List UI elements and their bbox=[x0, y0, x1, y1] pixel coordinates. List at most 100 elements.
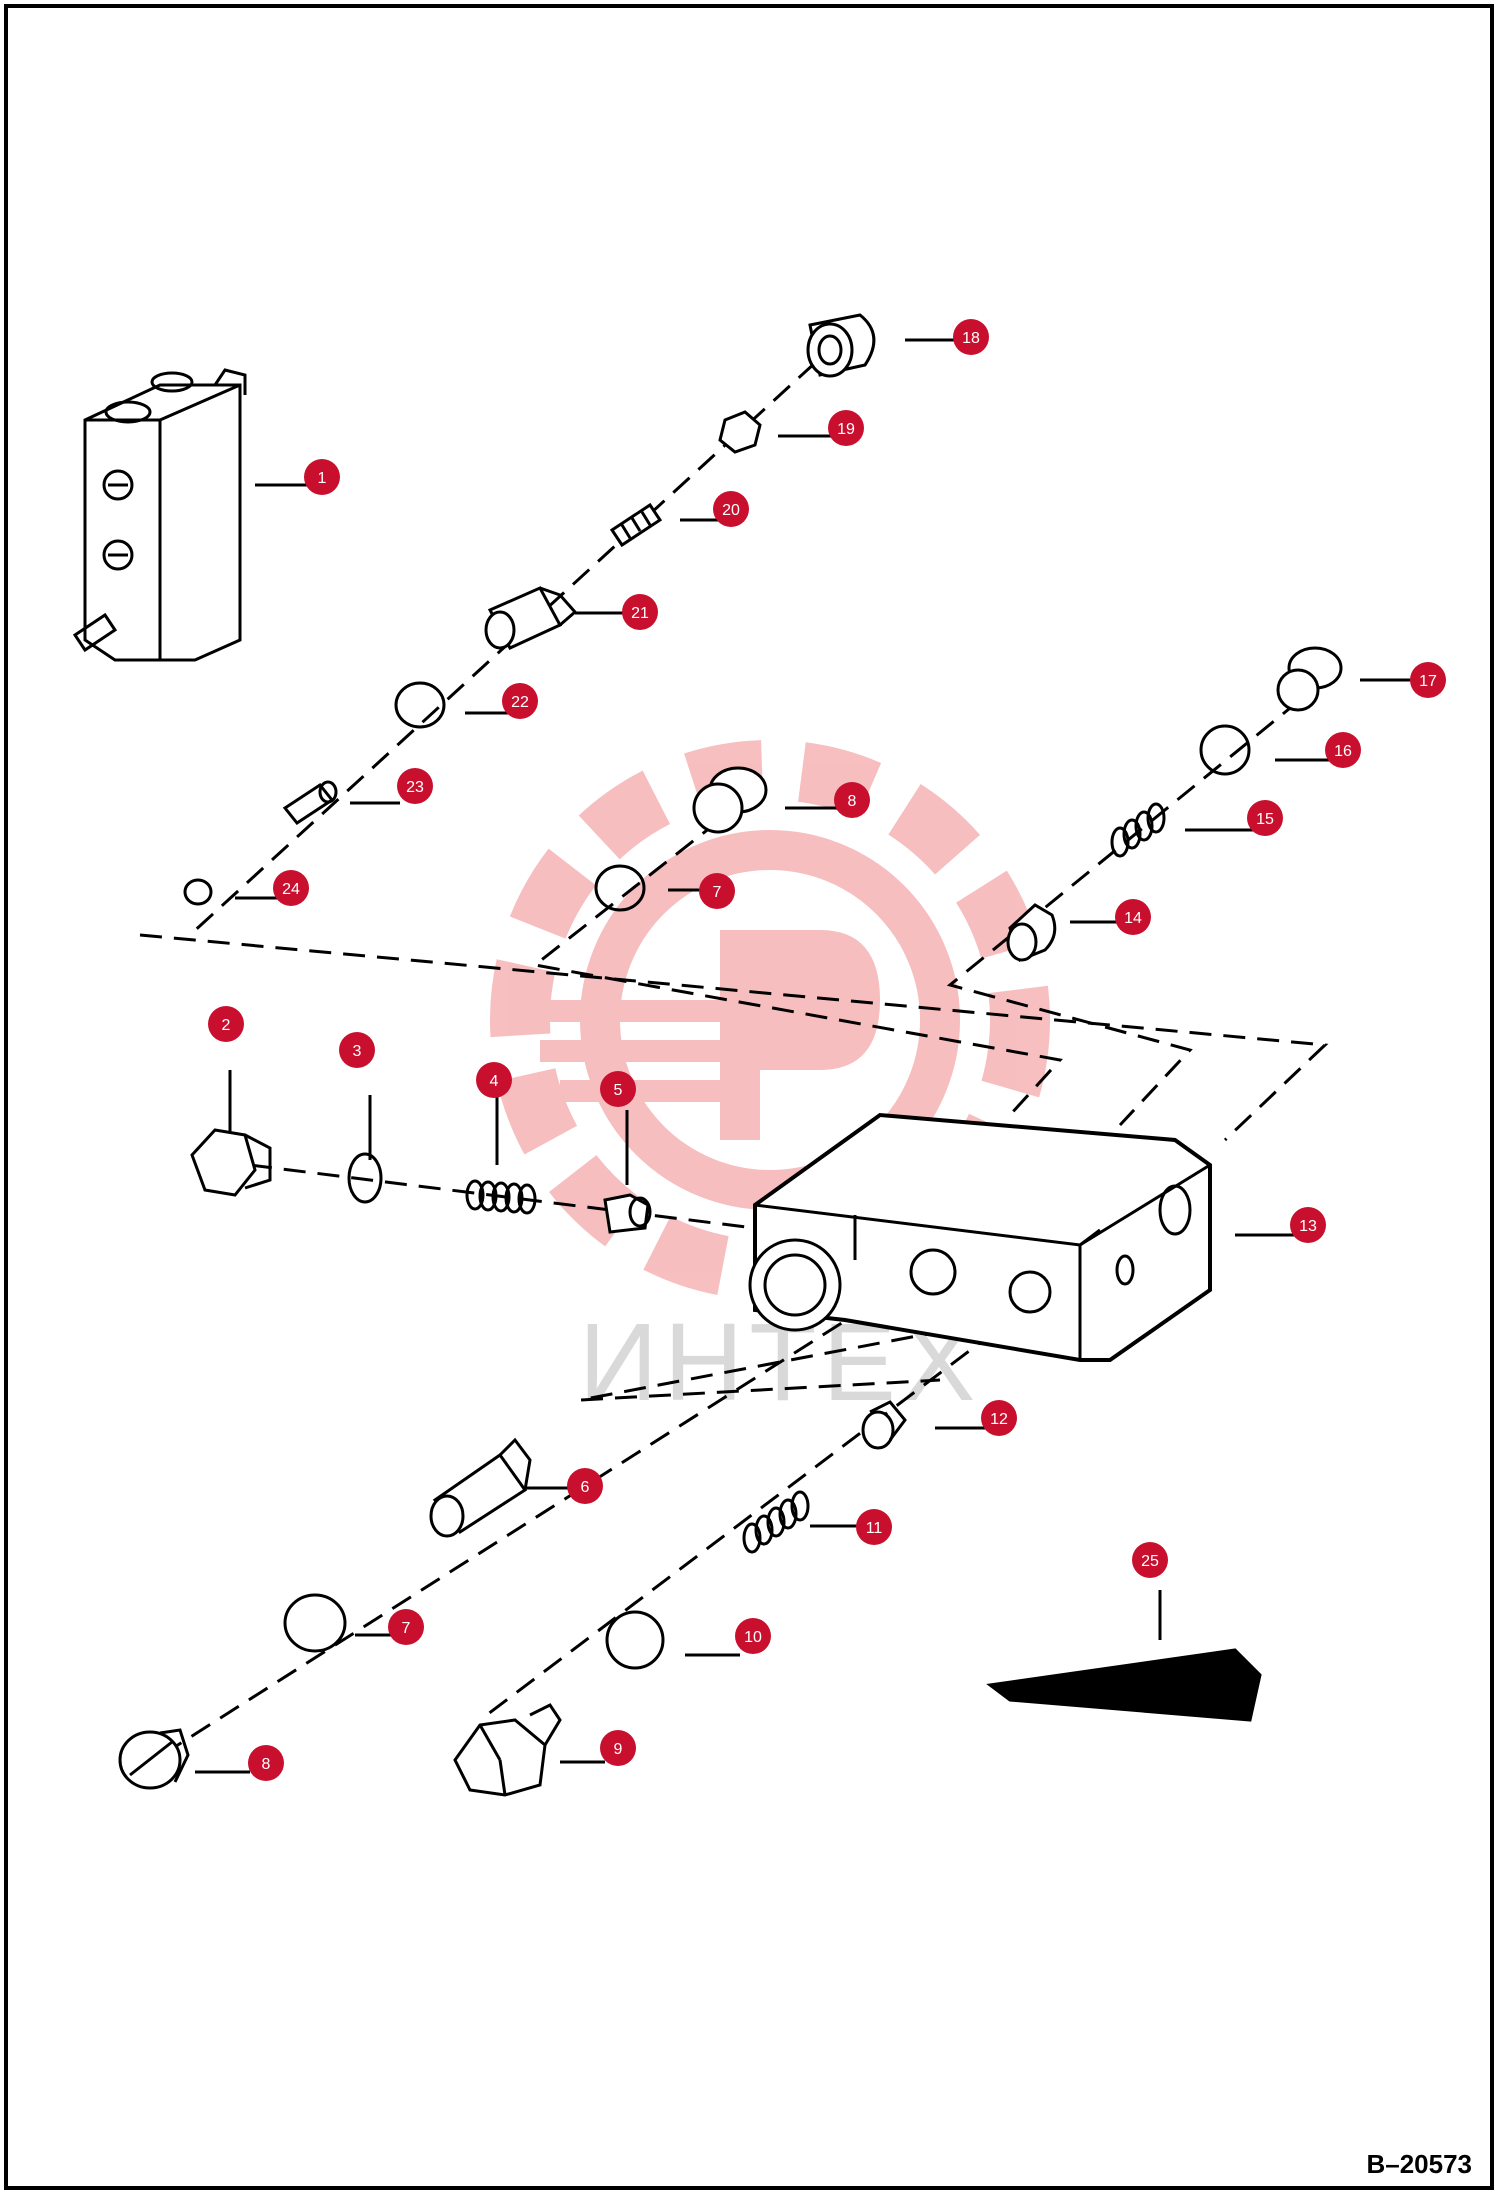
callout-badge bbox=[953, 319, 989, 355]
callout-number: 24 bbox=[282, 881, 300, 898]
callout-1-valve-assembly: 1 bbox=[304, 459, 340, 495]
callout-number: 13 bbox=[1299, 1218, 1317, 1235]
callout-badge bbox=[273, 870, 309, 906]
callout-number: 6 bbox=[581, 1479, 590, 1496]
callout-10-o-ring: 10 bbox=[735, 1618, 771, 1654]
callout-number: 25 bbox=[1141, 1553, 1159, 1570]
callout-badge bbox=[397, 768, 433, 804]
callout-badge bbox=[600, 1730, 636, 1766]
callout-number: 14 bbox=[1124, 910, 1142, 927]
callout-badge bbox=[208, 1006, 244, 1042]
part-18-cap bbox=[806, 313, 876, 378]
callout-badge bbox=[1410, 662, 1446, 698]
part-7-o-ring-upper bbox=[594, 864, 646, 912]
callout-number: 11 bbox=[866, 1520, 883, 1537]
callout-badge bbox=[735, 1618, 771, 1654]
callout-8-plug: 8 bbox=[248, 1745, 284, 1781]
part-15-spring bbox=[1110, 802, 1166, 858]
callout-11-spring: 11 bbox=[856, 1509, 892, 1545]
part-25-label bbox=[986, 1648, 1262, 1722]
callout-number: 21 bbox=[631, 605, 649, 622]
callout-badge bbox=[1132, 1542, 1168, 1578]
part-8-plug-upper bbox=[692, 766, 768, 834]
callout-badge bbox=[713, 491, 749, 527]
callout-badge bbox=[1325, 732, 1361, 768]
callout-number: 18 bbox=[962, 330, 980, 347]
callout-badge bbox=[502, 683, 538, 719]
callout-14-poppet: 14 bbox=[1115, 899, 1151, 935]
callout-number: 16 bbox=[1334, 743, 1352, 760]
callout-number: 19 bbox=[837, 421, 855, 438]
part-11-spring bbox=[742, 1490, 810, 1554]
callout-number: 22 bbox=[511, 694, 529, 711]
callout-number: 23 bbox=[406, 779, 424, 796]
callout-number: 15 bbox=[1256, 811, 1274, 828]
callout-4-spring: 4 bbox=[476, 1062, 512, 1098]
callout-number: 17 bbox=[1419, 673, 1437, 690]
callout-badge bbox=[304, 459, 340, 495]
callout-number: 10 bbox=[744, 1629, 762, 1646]
callout-number: 4 bbox=[490, 1073, 499, 1090]
callout-number: 5 bbox=[614, 1082, 623, 1099]
callout-number: 7 bbox=[402, 1620, 411, 1637]
callout-number: 20 bbox=[722, 502, 740, 519]
callout-number: 1 bbox=[318, 470, 327, 487]
callout-5-poppet: 5 bbox=[600, 1071, 636, 1107]
callout-badge bbox=[567, 1468, 603, 1504]
callout-number: 2 bbox=[222, 1017, 231, 1034]
part-19-nut bbox=[718, 410, 762, 454]
callout-number: 12 bbox=[990, 1411, 1008, 1428]
callout-12-poppet: 12 bbox=[981, 1400, 1017, 1436]
callout-22-o-ring: 22 bbox=[502, 683, 538, 719]
callout-15-spring: 15 bbox=[1247, 800, 1283, 836]
callout-number: 8 bbox=[262, 1756, 271, 1773]
callout-2-plug: 2 bbox=[208, 1006, 244, 1042]
part-17-plug bbox=[1276, 646, 1343, 712]
callout-19-nut: 19 bbox=[828, 410, 864, 446]
callout-8-plug: 8 bbox=[834, 782, 870, 818]
callout-23-pin: 23 bbox=[397, 768, 433, 804]
callout-badge bbox=[1247, 800, 1283, 836]
callout-9-hex-plug: 9 bbox=[600, 1730, 636, 1766]
callout-badge bbox=[834, 782, 870, 818]
callout-badge bbox=[248, 1745, 284, 1781]
callout-badge bbox=[622, 594, 658, 630]
callout-24-o-ring: 24 bbox=[273, 870, 309, 906]
callout-layer: 1234569101112131415161718192021222324258… bbox=[208, 319, 1446, 1781]
callout-number: 3 bbox=[353, 1043, 362, 1060]
callout-badge bbox=[699, 873, 735, 909]
drawing-reference-code: B–20573 bbox=[1366, 2149, 1472, 2179]
part-13-valve-body bbox=[748, 1112, 1212, 1362]
part-12-poppet bbox=[861, 1400, 907, 1450]
part-23-pin bbox=[282, 780, 338, 826]
part-24-o-ring bbox=[183, 878, 213, 906]
callout-number: 9 bbox=[614, 1741, 623, 1758]
callout-3-o-ring: 3 bbox=[339, 1032, 375, 1068]
callout-badge bbox=[600, 1071, 636, 1107]
diagram-border bbox=[4, 4, 1494, 2190]
part-1-valve-assembly bbox=[72, 368, 247, 662]
part-5-poppet bbox=[603, 1193, 652, 1234]
callout-number: 8 bbox=[848, 793, 857, 810]
callout-20-set-screw: 20 bbox=[713, 491, 749, 527]
callout-badge bbox=[981, 1400, 1017, 1436]
part-6-relief-cartridge bbox=[429, 1437, 532, 1538]
part-3-o-ring bbox=[347, 1152, 383, 1204]
callout-18-cap: 18 bbox=[953, 319, 989, 355]
callout-badge bbox=[1115, 899, 1151, 935]
part-2-plug bbox=[190, 1128, 272, 1197]
callout-6-relief-cartridge: 6 bbox=[567, 1468, 603, 1504]
callout-13-valve-body: 13 bbox=[1290, 1207, 1326, 1243]
part-21-adjuster bbox=[484, 586, 578, 650]
callout-16-o-ring: 16 bbox=[1325, 732, 1361, 768]
part-4-spring bbox=[465, 1179, 537, 1215]
callout-badge bbox=[828, 410, 864, 446]
callout-badge bbox=[856, 1509, 892, 1545]
callout-badge bbox=[339, 1032, 375, 1068]
part-9-hex-plug bbox=[453, 1703, 562, 1797]
callout-7-o-ring: 7 bbox=[699, 873, 735, 909]
callout-badge bbox=[1290, 1207, 1326, 1243]
callout-badge bbox=[476, 1062, 512, 1098]
callout-17-plug: 17 bbox=[1410, 662, 1446, 698]
